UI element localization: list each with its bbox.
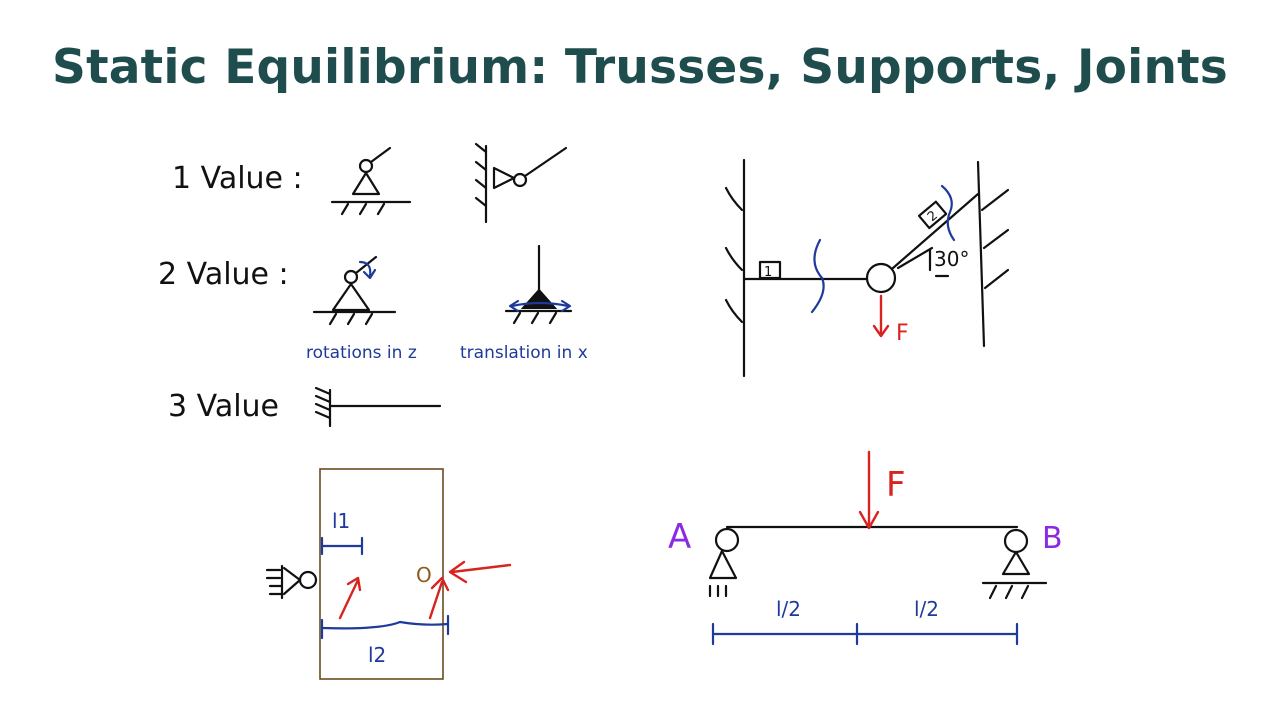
- wall-pin-icon: [265, 564, 318, 600]
- lever-diagram: l1 O l2: [265, 468, 512, 680]
- member-2-label: 2: [925, 208, 941, 225]
- span-left-label: l/2: [776, 597, 801, 621]
- support-a-icon: [708, 527, 740, 598]
- angle-label: 30°: [934, 247, 969, 271]
- hanging-mass-diagram: 1 2 30° F: [724, 158, 1010, 378]
- row1-label: 1 Value :: [172, 161, 303, 196]
- force-arrow-left: [338, 578, 360, 620]
- support-types-section: 1 Value : 2 Value :: [158, 142, 588, 428]
- beam-diagram: A B F l/2 l/2: [668, 450, 1063, 646]
- force-arrow-horizontal: [450, 563, 512, 574]
- pin-rotation-support-icon: [312, 255, 397, 326]
- member-1-label: 1: [764, 265, 772, 280]
- support-a-label: A: [668, 517, 691, 557]
- row3-label: 3 Value: [168, 389, 279, 424]
- length-1-label: l1: [332, 509, 350, 533]
- wall-pin-support-icon: [474, 142, 568, 224]
- span-right-label: l/2: [914, 597, 939, 621]
- right-wall: [976, 160, 986, 348]
- pin-support-icon: [330, 146, 412, 216]
- page-title: Static Equilibrium: Trusses, Supports, J…: [52, 40, 1228, 95]
- beam-force-label: F: [886, 465, 906, 505]
- fixed-support-icon: [314, 386, 442, 428]
- force-arrow-right: [428, 580, 444, 620]
- pivot-label: O: [416, 563, 432, 587]
- support-b-icon: [981, 528, 1048, 600]
- length-2-label: l2: [368, 643, 386, 667]
- force-label: F: [896, 321, 909, 346]
- translation-support-icon: [504, 244, 573, 325]
- rotation-note: rotations in z: [306, 343, 417, 363]
- support-b-label: B: [1042, 521, 1063, 556]
- row2-label: 2 Value :: [158, 257, 289, 292]
- member-2: [891, 192, 980, 270]
- joint-node: [865, 262, 897, 294]
- lever-frame: [319, 468, 444, 680]
- translation-note: translation in x: [460, 343, 588, 363]
